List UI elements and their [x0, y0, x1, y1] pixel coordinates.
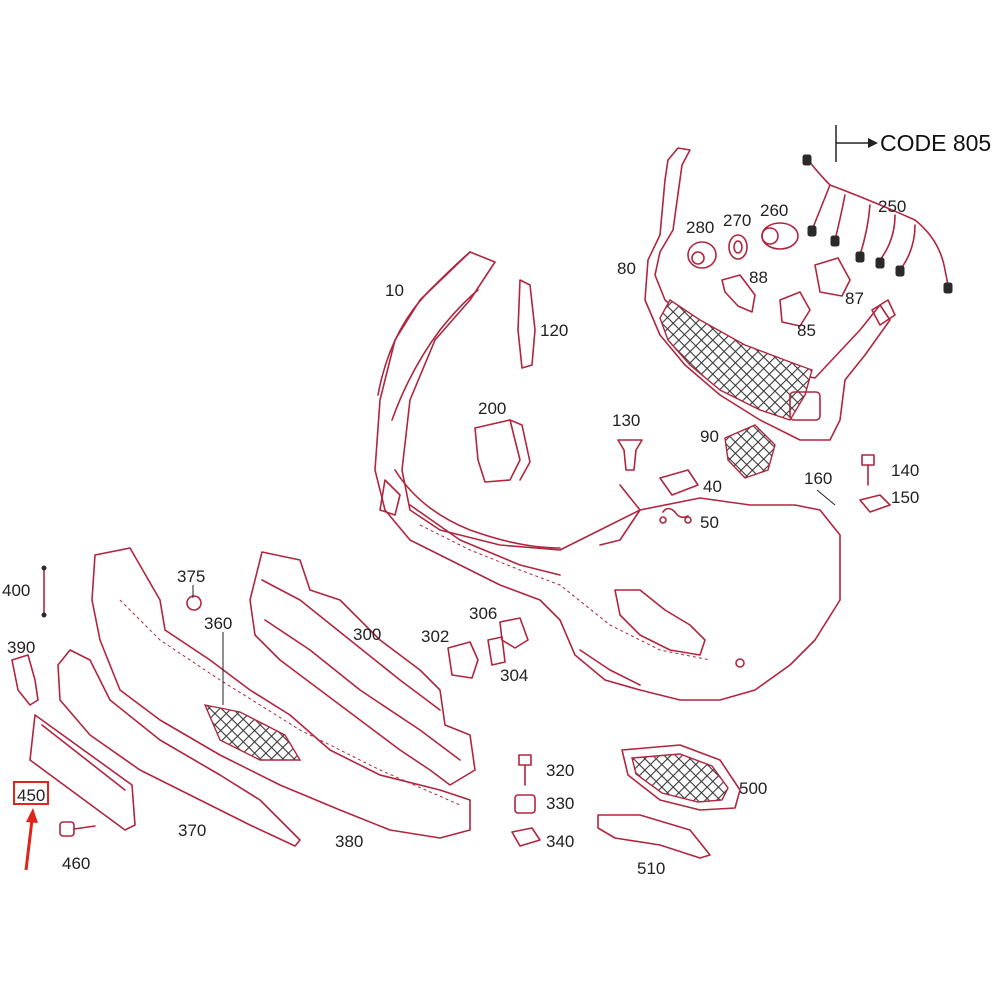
- part-label-300: 300: [353, 625, 382, 644]
- clip-part-130: [617, 439, 643, 471]
- part-label-130: 130: [612, 411, 641, 430]
- part-label-450: 450: [17, 786, 46, 805]
- part-label-80: 80: [617, 259, 636, 278]
- part-label-120: 120: [540, 321, 569, 340]
- part-label-250: 250: [878, 197, 907, 216]
- rod-part-400: [41, 565, 47, 618]
- part-label-90: 90: [700, 427, 719, 446]
- part-label-330: 330: [546, 794, 575, 813]
- bracket-part-120: [517, 279, 536, 369]
- part-label-280: 280: [686, 218, 715, 237]
- hook-part-50: [659, 507, 692, 524]
- part-label-140: 140: [891, 461, 920, 480]
- code-805-label: CODE 805: [880, 130, 992, 156]
- bracket-part-302: [447, 641, 479, 679]
- part-label-88: 88: [749, 268, 768, 287]
- absorber-part-300: [249, 551, 476, 786]
- wiring-harness-part-250: [802, 154, 953, 294]
- part-label-370: 370: [178, 821, 207, 840]
- part-label-340: 340: [546, 832, 575, 851]
- plate-bracket-part-450: [29, 714, 136, 831]
- ring-part-270: [728, 234, 748, 260]
- sensor-part-280: [687, 241, 717, 269]
- lower-trim-part-380: [91, 547, 471, 839]
- nut-part-340: [511, 827, 541, 847]
- bracket-part-390: [11, 654, 39, 706]
- part-label-360: 360: [204, 614, 233, 633]
- part-label-375: 375: [177, 567, 206, 586]
- part-label-390: 390: [7, 638, 36, 657]
- part-label-40: 40: [703, 477, 722, 496]
- part-label-87: 87: [845, 289, 864, 308]
- part-label-150: 150: [891, 488, 920, 507]
- screw-part-460: [59, 821, 96, 837]
- bracket-part-306: [499, 617, 529, 649]
- trim-part-510: [597, 814, 711, 859]
- sensor-part-260: [761, 222, 799, 250]
- part-label-50: 50: [700, 513, 719, 532]
- spacer-part-375: [186, 595, 202, 611]
- nut-part-150: [859, 494, 891, 513]
- cover-part-40: [659, 469, 699, 496]
- sensor-part-85: [779, 291, 811, 327]
- part-label-85: 85: [797, 321, 816, 340]
- bracket-part-330: [514, 794, 536, 814]
- highlighted-part-450: 450: [13, 781, 49, 805]
- trim-part-370: [57, 649, 301, 847]
- part-label-500: 500: [739, 779, 768, 798]
- grille-part-80: [644, 147, 896, 441]
- part-label-160: 160: [804, 469, 833, 488]
- code-arrow: [835, 125, 878, 162]
- part-label-200: 200: [478, 399, 507, 418]
- part-label-10: 10: [385, 281, 404, 300]
- module-part-200: [474, 419, 531, 483]
- part-label-306: 306: [469, 604, 498, 623]
- part-label-380: 380: [335, 832, 364, 851]
- grille-insert-part-90: [724, 424, 776, 479]
- part-label-304: 304: [500, 666, 529, 685]
- bracket-part-88: [721, 274, 756, 313]
- side-grille-part-500: [621, 744, 741, 811]
- bolt-part-140: [861, 454, 875, 486]
- bolt-part-320: [518, 754, 532, 786]
- part-label-460: 460: [62, 854, 91, 873]
- part-label-510: 510: [637, 859, 666, 878]
- part-label-302: 302: [421, 627, 450, 646]
- bumper-cover-part-10: [374, 251, 841, 701]
- highlight-arrow: [24, 808, 38, 871]
- part-label-320: 320: [546, 761, 575, 780]
- bracket-part-87: [814, 257, 851, 297]
- part-label-260: 260: [760, 201, 789, 220]
- part-label-400: 400: [2, 581, 31, 600]
- bracket-part-304: [487, 636, 506, 666]
- part-label-270: 270: [723, 211, 752, 230]
